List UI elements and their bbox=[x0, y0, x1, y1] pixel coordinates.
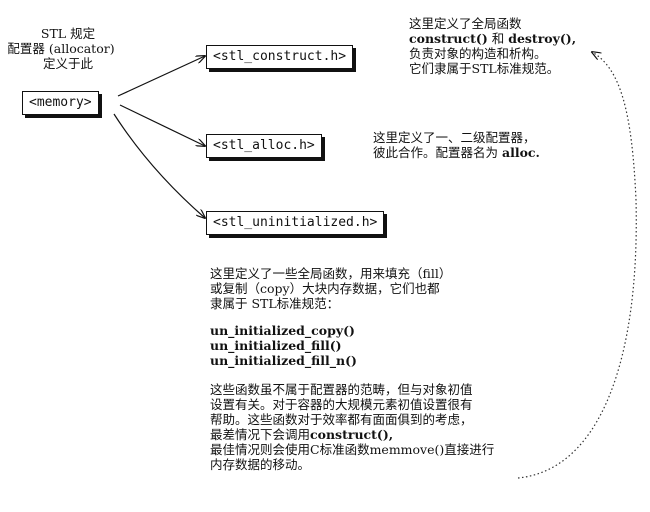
uninit-function: un_initialized_fill_n() bbox=[210, 353, 357, 368]
alloc-note-prefix: 彼此合作。配置器名为 bbox=[373, 145, 502, 160]
construct-note-line: 它们隶属于STL标准规范。 bbox=[409, 61, 560, 76]
arrow-memory-to-alloc bbox=[119, 104, 205, 146]
construct-function: construct() bbox=[409, 31, 488, 46]
uninit-para-line: 最佳情况则会使用C标准函数memmove()直接进行 bbox=[210, 442, 495, 457]
uninit-intro-line: 或复制（copy）大块内存数据，它们也都 bbox=[210, 281, 440, 296]
construct-note: 这里定义了全局函数 construct() 和 destroy(), 负责对象的… bbox=[409, 16, 576, 76]
uninit-para-line: 最差情况下会调用construct(), bbox=[210, 427, 494, 442]
uninit-function: un_initialized_fill() bbox=[210, 338, 342, 353]
arrow-memory-to-construct bbox=[117, 56, 205, 97]
destroy-function: destroy(), bbox=[508, 31, 577, 46]
stl-construct-header-box: <stl_construct.h> bbox=[206, 45, 354, 69]
and-word: 和 bbox=[487, 31, 509, 46]
construct-note-line: 负责对象的构造和析构。 bbox=[409, 46, 547, 61]
dotted-return-arrow bbox=[517, 52, 637, 479]
uninit-para-line: 帮助。这些函数对于效率都有面面俱到的考虑， bbox=[210, 412, 473, 427]
stl-note-line: 定义于此 bbox=[42, 56, 93, 71]
stl-alloc-header-box: <stl_alloc.h> bbox=[206, 134, 322, 158]
uninit-function: un_initialized_copy() bbox=[210, 323, 355, 338]
alloc-note-line: 彼此合作。配置器名为 alloc. bbox=[373, 145, 540, 160]
uninit-para-line: 设置有关。对于容器的大规模元素初值设置很有 bbox=[210, 397, 473, 412]
alloc-note: 这里定义了一、二级配置器， 彼此合作。配置器名为 alloc. bbox=[373, 130, 540, 160]
alloc-note-line: 这里定义了一、二级配置器， bbox=[373, 130, 536, 145]
uninit-para-line: 内存数据的移动。 bbox=[210, 457, 311, 472]
uninitialized-note: 这里定义了一些全局函数，用来填充（fill） 或复制（copy）大块内存数据，它… bbox=[210, 266, 494, 472]
memory-header-box: <memory> bbox=[22, 91, 99, 115]
uninit-para-line: 这些函数虽不属于配置器的范畴，但与对象初值 bbox=[210, 382, 473, 397]
stl-allocator-note: STL 规定 配置器 (allocator) 定义于此 bbox=[7, 26, 116, 71]
stl-note-line: STL 规定 bbox=[40, 26, 96, 41]
stl-uninitialized-header-box: <stl_uninitialized.h> bbox=[206, 211, 385, 235]
construct-function-ref: construct(), bbox=[310, 427, 394, 442]
arrow-memory-to-uninitialized bbox=[113, 113, 205, 218]
construct-note-line: 这里定义了全局函数 bbox=[409, 16, 522, 31]
uninit-intro-line: 隶属于 STL标准规范： bbox=[210, 296, 340, 311]
alloc-name: alloc. bbox=[501, 145, 540, 160]
uninit-para-prefix: 最差情况下会调用 bbox=[210, 427, 311, 442]
uninit-intro-line: 这里定义了一些全局函数，用来填充（fill） bbox=[210, 266, 452, 281]
stl-note-line: 配置器 (allocator) bbox=[7, 41, 115, 56]
construct-note-line: construct() 和 destroy(), bbox=[409, 31, 576, 46]
